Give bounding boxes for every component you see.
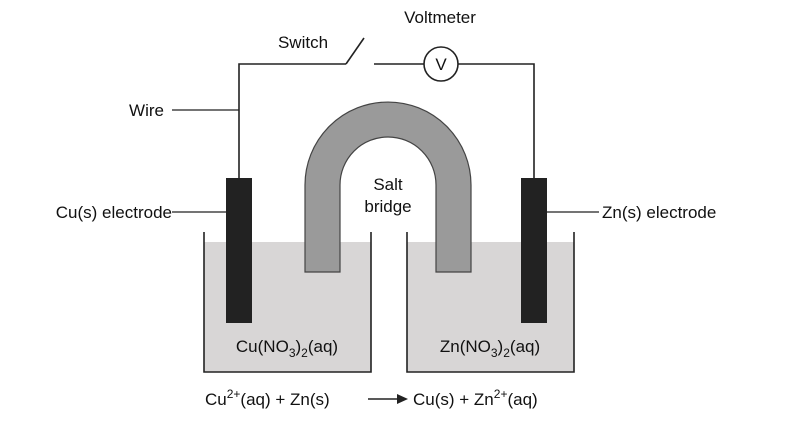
right-solution-label: Zn(NO3)2(aq) — [440, 337, 540, 360]
reaction-arrow-head — [397, 394, 408, 404]
cu-electrode-label: Cu(s) electrode — [56, 203, 172, 222]
left-solution-mid: ) — [296, 337, 302, 356]
right-solution-prefix: Zn(NO — [440, 337, 491, 356]
equation-reactants-rest: (aq) + Zn(s) — [240, 390, 329, 409]
right-wire — [458, 63, 535, 178]
switch-blade — [345, 37, 365, 65]
zn-electrode-label: Zn(s) electrode — [602, 203, 716, 222]
left-solution-sub1: 3 — [289, 346, 296, 360]
wire-label: Wire — [129, 101, 164, 120]
salt-bridge-label-line2: bridge — [364, 197, 411, 216]
left-beaker — [203, 232, 372, 373]
left-solution-label: Cu(NO3)2(aq) — [236, 337, 338, 360]
equation-right-side: Cu(s) + Zn2+(aq) — [413, 387, 538, 409]
right-solution-sub1: 3 — [491, 346, 498, 360]
left-wire — [238, 63, 346, 178]
right-solution-suffix: (aq) — [510, 337, 540, 356]
right-solution-mid: ) — [498, 337, 504, 356]
equation-left-side: Cu2+(aq) + Zn(s) — [205, 387, 330, 409]
switch-label: Switch — [278, 33, 328, 52]
equation-zn-charge: 2+ — [494, 387, 508, 401]
left-solution-prefix: Cu(NO — [236, 337, 289, 356]
right-beaker — [406, 232, 575, 373]
salt-bridge-label-line1: Salt — [373, 175, 403, 194]
left-solution-suffix: (aq) — [308, 337, 338, 356]
equation-cu: Cu — [205, 390, 227, 409]
equation-products-rest: (aq) — [507, 390, 537, 409]
cu-electrode — [226, 178, 252, 323]
right-solution-sub2: 2 — [503, 346, 510, 360]
equation-products: Cu(s) + Zn — [413, 390, 494, 409]
zn-electrode — [521, 178, 547, 323]
left-solution-sub2: 2 — [301, 346, 308, 360]
equation-cu-charge: 2+ — [227, 387, 241, 401]
salt-bridge — [304, 101, 472, 273]
voltmeter-label: Voltmeter — [404, 8, 476, 27]
voltmeter-symbol: V — [435, 55, 447, 74]
